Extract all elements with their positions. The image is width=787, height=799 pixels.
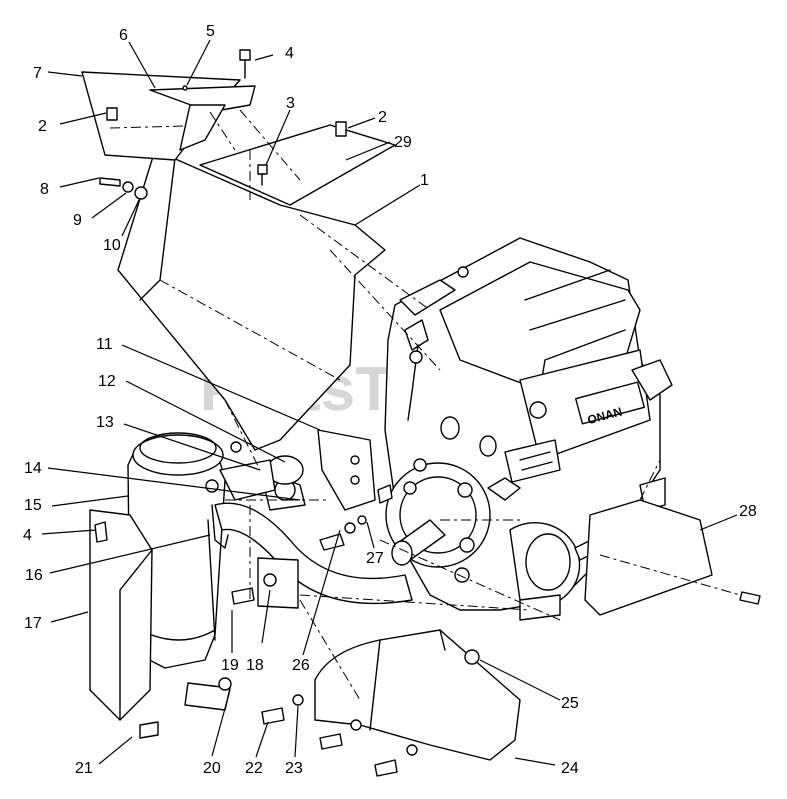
side-shield: [584, 499, 713, 616]
callout-16: 16: [25, 567, 43, 584]
callout-27: 27: [366, 550, 384, 567]
callout-labels: 6 5 4 7 3 2 2 29 1 8 9 10 11 12 13 14 15…: [23, 23, 757, 777]
callout-24: 24: [561, 760, 579, 777]
callout-28: 28: [739, 503, 757, 520]
heat-shield: [117, 149, 386, 451]
callout-2-left: 2: [38, 118, 47, 135]
callout-12: 12: [98, 373, 116, 390]
callout-1: 1: [420, 172, 429, 189]
callout-26: 26: [292, 657, 310, 674]
engine-brand-plate: [575, 381, 645, 425]
callout-21: 21: [75, 760, 93, 777]
leader-lines: [41, 39, 738, 766]
callout-2-right: 2: [378, 109, 387, 126]
fasteners-lower: [94, 515, 418, 777]
callout-13: 13: [96, 414, 114, 431]
callout-19: 19: [221, 657, 239, 674]
fasteners-top: [99, 49, 347, 200]
callout-5: 5: [206, 23, 215, 40]
callout-10: 10: [103, 237, 121, 254]
muffler: [127, 432, 226, 669]
muffler-bracket: [257, 557, 299, 609]
callout-3: 3: [286, 95, 295, 112]
callout-9: 9: [73, 212, 82, 229]
callout-20: 20: [203, 760, 221, 777]
callout-22: 22: [245, 760, 263, 777]
callout-18: 18: [246, 657, 264, 674]
callout-15: 15: [24, 497, 42, 514]
exhaust-bracket: [317, 429, 376, 511]
callout-17: 17: [24, 615, 42, 632]
tail-shield: [89, 509, 153, 721]
callout-6: 6: [119, 27, 128, 44]
callout-4-left: 4: [23, 527, 32, 544]
callout-14: 14: [24, 460, 42, 477]
callout-23: 23: [285, 760, 303, 777]
callout-8: 8: [40, 181, 49, 198]
exhaust-pipe: [214, 502, 413, 605]
callout-29: 29: [394, 134, 412, 151]
callout-7: 7: [33, 65, 42, 82]
lower-shield: [314, 629, 521, 761]
mounting-plate: [199, 124, 396, 206]
callout-4-top: 4: [285, 45, 294, 62]
callout-25: 25: [561, 695, 579, 712]
callout-11: 11: [96, 336, 113, 353]
